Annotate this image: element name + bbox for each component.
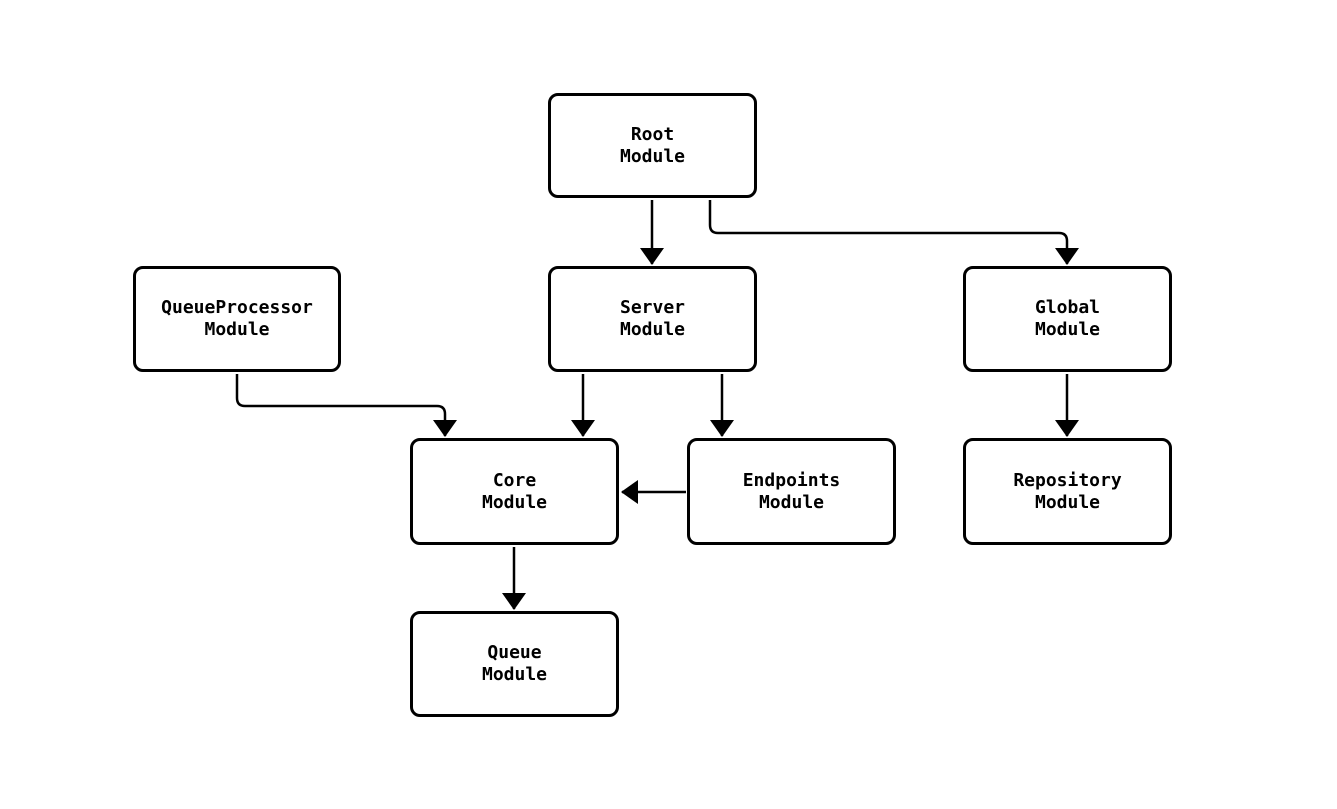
edge-queueprocessor-to-core xyxy=(235,374,457,437)
edge-root-to-global xyxy=(708,200,1079,265)
